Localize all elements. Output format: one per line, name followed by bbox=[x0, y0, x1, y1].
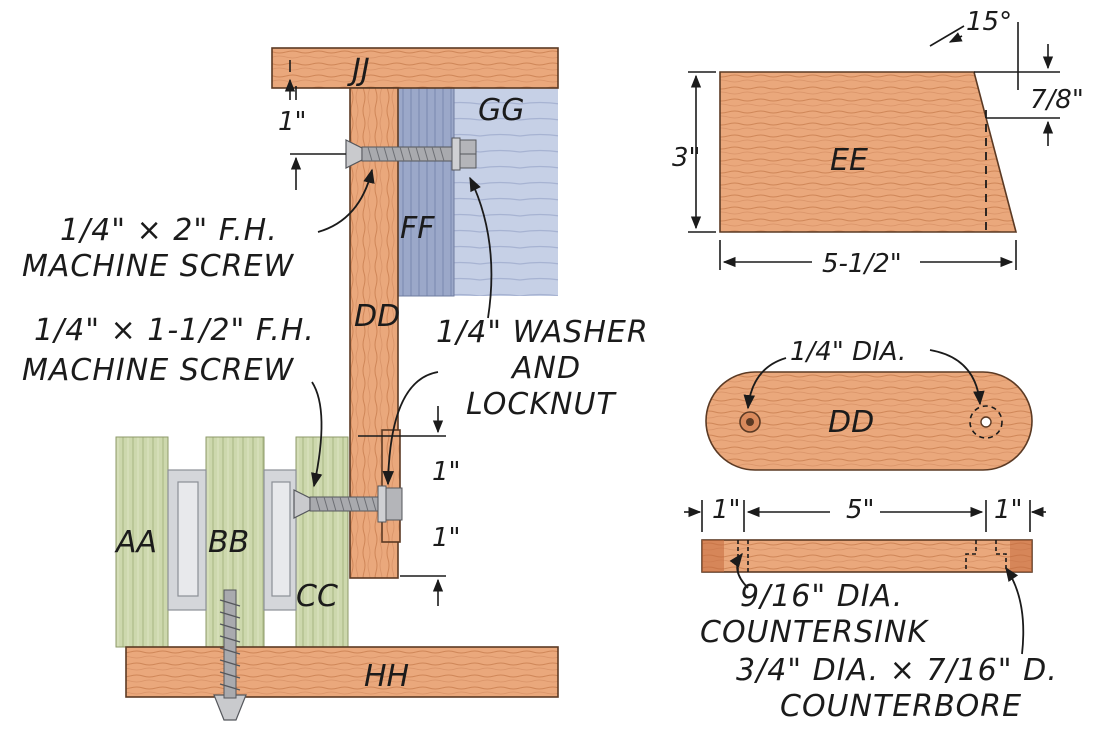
top-machine-screw bbox=[345, 137, 477, 171]
dim-label-lower-1a: 1" bbox=[432, 457, 461, 487]
callout-countersink-dia: 9/16" DIA. bbox=[740, 579, 903, 614]
callout-top-screw-size: 1/4" × 2" F.H. bbox=[60, 213, 278, 248]
dim-label-offset: 7/8" bbox=[1030, 85, 1084, 115]
callout-quarter-dia: 1/4" DIA. bbox=[790, 337, 906, 367]
metal-clips bbox=[167, 469, 297, 611]
side-assembly bbox=[115, 47, 559, 721]
dd-side-view bbox=[684, 500, 1046, 655]
dim-label-ee-height: 3" bbox=[672, 143, 701, 173]
bracket-dd-side bbox=[701, 539, 1033, 573]
board-hh bbox=[125, 646, 559, 698]
callout-bottom-screw-type: MACHINE SCREW bbox=[22, 353, 294, 388]
leader-lines-left bbox=[311, 168, 493, 488]
callout-washer-line3: LOCKNUT bbox=[466, 387, 617, 422]
label-cc: CC bbox=[296, 579, 338, 614]
label-jj: JJ bbox=[347, 53, 370, 88]
board-aa bbox=[115, 436, 169, 648]
dim-label-angle: 15° bbox=[966, 7, 1012, 37]
bracket-dd-top bbox=[705, 371, 1033, 471]
label-ff: FF bbox=[400, 211, 435, 246]
board-jj bbox=[271, 47, 559, 89]
panel-ff bbox=[397, 85, 455, 297]
block-ee bbox=[719, 71, 1018, 233]
dim-label-side-left: 1" bbox=[712, 495, 741, 525]
callout-washer-line1: 1/4" WASHER bbox=[436, 315, 649, 350]
board-cc bbox=[295, 436, 349, 648]
callout-top-screw-type: MACHINE SCREW bbox=[22, 249, 294, 284]
callout-counterbore-dia: 3/4" DIA. × 7/16" D. bbox=[736, 653, 1058, 688]
callout-countersink: COUNTERSINK bbox=[700, 615, 929, 650]
dim-label-top-1: 1" bbox=[278, 107, 307, 137]
dim-label-lower-1b: 1" bbox=[432, 523, 461, 553]
label-dd-detail: DD bbox=[828, 405, 874, 440]
callout-washer-line2: AND bbox=[510, 351, 581, 386]
ee-profile bbox=[688, 22, 1060, 270]
lag-screw bbox=[213, 589, 247, 721]
label-dd: DD bbox=[354, 299, 400, 334]
dim-label-side-mid: 5" bbox=[846, 495, 875, 525]
label-ee: EE bbox=[830, 143, 868, 178]
dim-lines-left bbox=[284, 60, 446, 606]
label-hh: HH bbox=[364, 659, 409, 694]
dim-label-side-right: 1" bbox=[994, 495, 1023, 525]
callout-bottom-screw-size: 1/4" × 1-1/2" F.H. bbox=[34, 313, 315, 348]
dd-top-view bbox=[705, 349, 1033, 471]
bottom-machine-screw bbox=[293, 485, 403, 523]
label-bb: BB bbox=[208, 525, 249, 560]
dim-label-ee-width: 5-1/2" bbox=[822, 249, 902, 279]
label-aa: AA bbox=[114, 525, 157, 560]
label-gg: GG bbox=[478, 93, 525, 128]
callout-counterbore: COUNTERBORE bbox=[780, 689, 1022, 724]
